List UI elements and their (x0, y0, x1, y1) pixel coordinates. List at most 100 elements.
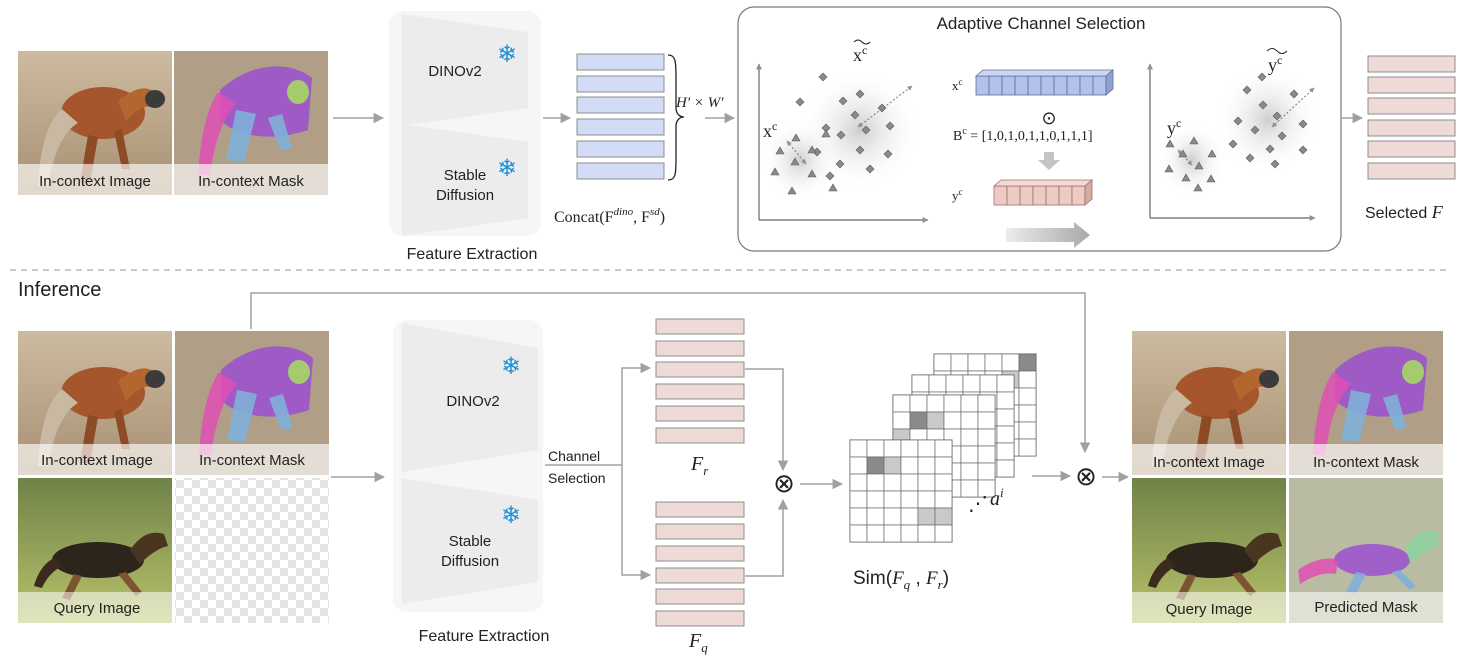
similarity-cell (977, 428, 996, 447)
similarity-cell (979, 374, 998, 393)
feature-row (576, 53, 665, 71)
similarity-cell (1001, 353, 1020, 372)
distance-arrow (1177, 149, 1193, 166)
inference-extractor-caption: Feature Extraction (419, 628, 550, 645)
sd-label-line2: Diffusion (436, 187, 494, 204)
similarity-cell (934, 490, 953, 509)
similarity-cell (960, 462, 979, 481)
similarity-cell (996, 425, 1015, 444)
sim-label: Sim(Fq , Fr) (853, 568, 949, 592)
similarity-cell (866, 524, 885, 543)
similarity-cell (967, 353, 986, 372)
sd-trapezoid (402, 124, 528, 236)
dims-label: H′ × W′ (675, 95, 724, 111)
similarity-cell (934, 507, 953, 526)
feature-row (655, 340, 745, 357)
feature-row (1367, 55, 1456, 73)
snowflake-icon: ❄ (501, 502, 521, 529)
feature-row (655, 610, 745, 627)
output-in-context-image: In-context Image (1132, 331, 1286, 475)
output-query-caption: Query Image (1166, 601, 1253, 618)
similarity-cell (977, 394, 996, 413)
inference-feature-extractor: DINOv2 ❄ Stable Diffusion ❄ (393, 320, 543, 612)
similarity-cell (934, 473, 953, 492)
similarity-cell (883, 456, 902, 475)
similarity-cell (926, 411, 945, 430)
dino-label: DINOv2 (428, 63, 481, 80)
similarity-cell (909, 411, 928, 430)
top-image-caption: In-context Image (39, 173, 151, 190)
output-mask-caption: In-context Mask (1313, 454, 1419, 471)
similarity-cell (960, 394, 979, 413)
concat-label: Concat(Fdino, Fsd) (554, 206, 665, 226)
output-image-caption: In-context Image (1153, 454, 1265, 471)
output-query-image: Query Image (1132, 478, 1286, 623)
similarity-cell (911, 374, 930, 393)
similarity-cell (892, 394, 911, 413)
similarity-cell (917, 456, 936, 475)
similarity-cell (849, 507, 868, 526)
similarity-cell (917, 473, 936, 492)
yc-tilde-label: yc (1268, 53, 1282, 75)
bc-formula: Bc = [1,0,1,0,1,1,0,1,1,1] (953, 126, 1093, 144)
similarity-map-stack (849, 353, 1037, 543)
fq-feature-stack (655, 501, 745, 627)
channel-selection-line2: Selection (548, 470, 606, 486)
similarity-cell (866, 456, 885, 475)
similarity-cell (1018, 387, 1037, 406)
top-feature-extractor: DINOv2 ❄ Stable Diffusion ❄ (389, 11, 541, 236)
top-extractor-caption: Feature Extraction (407, 246, 538, 263)
similarity-cell (960, 428, 979, 447)
similarity-cell (849, 524, 868, 543)
feature-row (655, 588, 745, 605)
fr-feature-stack (655, 318, 745, 444)
similarity-cell (1018, 438, 1037, 457)
feature-row (655, 545, 745, 562)
feature-row (576, 118, 665, 136)
triangle-points (770, 129, 838, 195)
similarity-cell (950, 353, 969, 372)
more-maps-dots: ⋰ (968, 493, 988, 515)
similarity-cell (977, 445, 996, 464)
arrow (745, 368, 789, 472)
sd-label-line1: Stable (444, 167, 487, 184)
top-in-context-image: In-context Image (18, 51, 172, 195)
distance-arrow (786, 140, 807, 165)
similarity-cell (996, 442, 1015, 461)
similarity-cell (866, 439, 885, 458)
similarity-cell (849, 490, 868, 509)
tilde (1266, 48, 1288, 54)
distance-arrow (857, 85, 913, 128)
similarity-cell (866, 473, 885, 492)
fr-label: Fr (690, 453, 709, 478)
similarity-cell (917, 439, 936, 458)
similarity-cell (866, 507, 885, 526)
feature-row (1367, 140, 1456, 158)
similarity-cell (883, 524, 902, 543)
predicted-mask-caption: Predicted Mask (1314, 599, 1418, 616)
sd-label-line2: Diffusion (441, 553, 499, 570)
feature-row (655, 567, 745, 584)
similarity-cell (900, 456, 919, 475)
output-in-context-mask: In-context Mask (1289, 331, 1443, 475)
feature-row (576, 162, 665, 180)
arrow (745, 498, 789, 577)
fq-label: Fq (688, 630, 708, 655)
feature-row (1367, 76, 1456, 94)
similarity-cell (996, 374, 1015, 393)
yc-vector (992, 179, 1094, 206)
channel-selection-line1: Channel (548, 448, 600, 464)
dino-label: DINOv2 (446, 393, 499, 410)
selected-feature-stack (1367, 55, 1456, 180)
similarity-cell (900, 473, 919, 492)
similarity-cell (1018, 353, 1037, 372)
similarity-cell (934, 456, 953, 475)
similarity-cell (945, 374, 964, 393)
feature-row (1367, 119, 1456, 137)
similarity-cell (917, 490, 936, 509)
similarity-cell (900, 524, 919, 543)
feature-row (655, 361, 745, 378)
similarity-cell (849, 456, 868, 475)
feature-row (655, 405, 745, 422)
